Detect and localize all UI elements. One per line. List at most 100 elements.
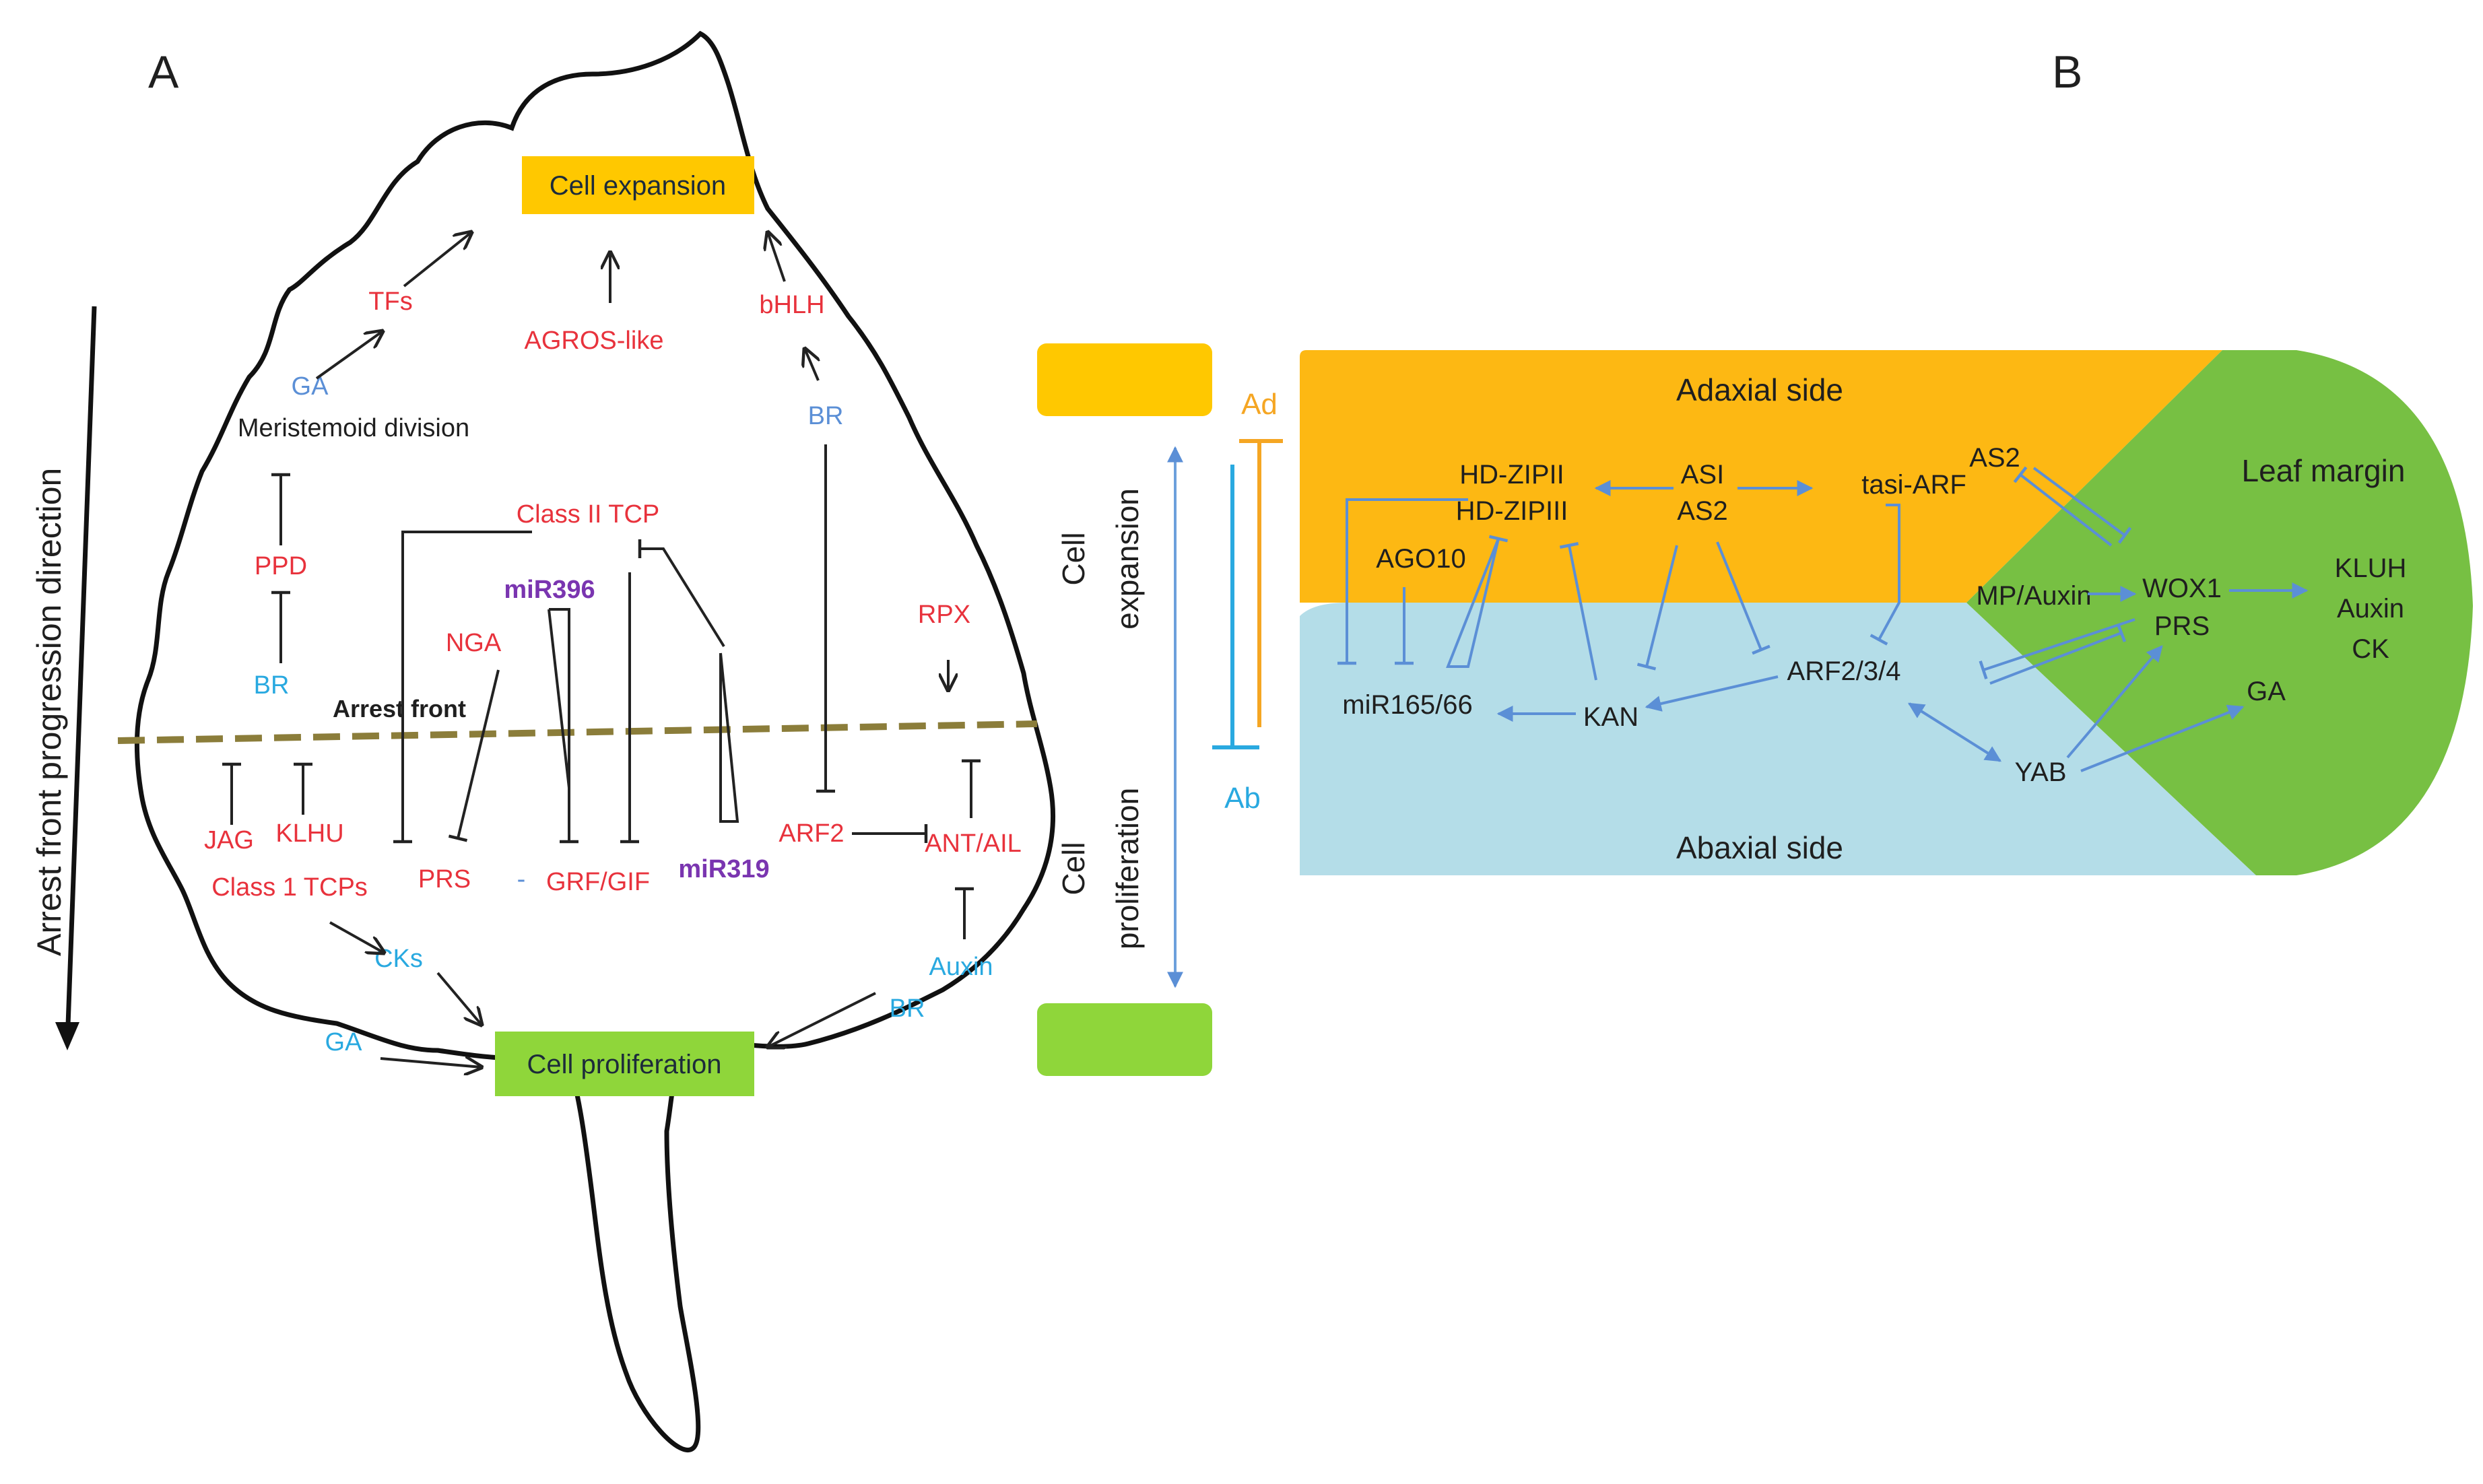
node-arf2: ARF2: [779, 819, 844, 848]
node-agros-like: AGROS-like: [525, 327, 664, 355]
middle-cell-expansion-1: Cell: [1056, 532, 1091, 585]
node-nga: NGA: [446, 629, 502, 657]
node-ago10: AGO10: [1376, 544, 1465, 574]
node-bhlh: bHLH: [759, 291, 824, 319]
edge-yab-prs: [2066, 645, 2163, 759]
edge-cks-prolif: [436, 972, 482, 1025]
adaxial-region: [1300, 350, 2222, 603]
inhib-hdzip-mir165: [1337, 498, 1468, 665]
node-ga-bottom: GA: [325, 1028, 363, 1056]
node-meristemoid-division: Meristemoid division: [238, 414, 469, 442]
inhib-tasi-arf: [1869, 504, 1900, 646]
axis-label: Arrest front progression direction: [30, 468, 68, 956]
cell-proliferation-label: Cell proliferation: [527, 1050, 721, 1079]
progression-arrow: [65, 306, 97, 1044]
edge-br-prolif: [768, 992, 876, 1047]
node-prs: PRS: [418, 865, 471, 893]
leaf-outline: [134, 30, 1056, 1452]
node-as2: AS2: [1677, 496, 1728, 526]
inhib-as2-kan: [1636, 545, 1678, 671]
node-jag: JAG: [204, 826, 254, 854]
edge-tfs-expansion: [403, 232, 471, 288]
inhib-as2-wox1: [2032, 467, 2132, 544]
abaxial-label: Abaxial side: [1676, 830, 1843, 865]
node-mp-auxin: MP/Auxin: [1976, 581, 2091, 611]
edge-ga-prolif: [380, 1058, 482, 1067]
leaf-margin-region: [1966, 350, 2473, 875]
node-mir165-66: miR165/66: [1342, 690, 1472, 720]
node-ant-ail: ANT/AIL: [925, 830, 1022, 858]
node-ppd: PPD: [255, 552, 307, 580]
progression-arrowhead: [55, 1022, 79, 1050]
inhib-nga-prs: [448, 669, 500, 842]
edge-yab-ga: [2080, 704, 2245, 772]
panel-a-edges: [315, 232, 948, 1067]
node-prs-b: PRS: [2154, 611, 2210, 641]
inhib-wox1-arf: [1979, 618, 2136, 679]
edge-class1-cks: [329, 921, 384, 953]
edge-arf-kan: [1645, 675, 1779, 712]
node-yab: YAB: [2014, 757, 2066, 787]
edge-br-bhlh: [805, 349, 818, 381]
inhib-mir319-class2: [638, 539, 725, 648]
proliferation-swatch: [1037, 1003, 1212, 1076]
panel-b-inhibitions: [1337, 466, 2136, 685]
node-asi: ASI: [1681, 460, 1724, 490]
node-rpx: RPX: [918, 601, 970, 629]
inhib-mir396-grf: [548, 609, 578, 844]
leaf-margin-label: Leaf margin: [2242, 453, 2406, 488]
node-cks: CKs: [374, 945, 423, 973]
cell-proliferation-box: [495, 1032, 754, 1096]
node-br-bottom: BR: [890, 994, 925, 1023]
node-auxin-b: Auxin: [2337, 594, 2404, 623]
node-br-top: BR: [808, 402, 844, 430]
node-tasi-arf: tasi-ARF: [1861, 470, 1966, 500]
inhib-kan-hdzip: [1559, 542, 1597, 681]
inhib-class2-prs: [393, 531, 532, 844]
node-auxin: Auxin: [929, 953, 993, 981]
middle-cell-expansion-2: expansion: [1110, 488, 1145, 630]
node-class2-tcp: Class II TCP: [517, 500, 660, 529]
edge-ga-tfs: [315, 331, 383, 380]
panel-b-label: B: [2052, 46, 2082, 98]
node-as2-right: AS2: [1969, 443, 2020, 473]
cell-expansion-box: [522, 156, 754, 214]
edge-arf-yab: [1907, 702, 2002, 762]
node-dash: -: [517, 865, 526, 893]
expansion-swatch: [1037, 343, 1212, 416]
node-arf234: ARF2/3/4: [1787, 656, 1901, 686]
node-wox1: WOX1: [2142, 574, 2222, 603]
panel-a-label: A: [148, 46, 179, 98]
middle-cell-proliferation-2: proliferation: [1110, 788, 1145, 949]
middle-cell-proliferation-1: Cell: [1056, 842, 1091, 895]
node-kan: KAN: [1583, 702, 1638, 732]
inhib-mir165-hdzip: [1446, 535, 1509, 668]
node-mir319: miR319: [678, 855, 769, 883]
mir396-bracket: [549, 608, 570, 788]
cell-expansion-label: Cell expansion: [550, 171, 726, 201]
inhib-wox1-as2: [2013, 466, 2113, 547]
node-ga-b: GA: [2247, 677, 2286, 706]
node-hd-zipii: HD-ZIPII: [1459, 460, 1564, 490]
node-ga-top: GA: [292, 372, 329, 401]
ab-label: Ab: [1224, 782, 1261, 815]
arrest-front-label: Arrest front: [333, 695, 466, 722]
node-klhu: KLHU: [275, 819, 343, 848]
node-hd-zipiii: HD-ZIPIII: [1456, 496, 1568, 526]
arrest-front-line: [117, 720, 1038, 744]
panel-a-inhibitions: [222, 444, 981, 939]
ad-label: Ad: [1241, 388, 1278, 421]
node-br-mid: BR: [254, 671, 290, 700]
node-tfs: TFs: [368, 288, 412, 316]
panel-b-edges: [1496, 480, 2309, 772]
node-grf-gif: GRF/GIF: [546, 868, 650, 896]
node-ck: CK: [2352, 634, 2389, 664]
node-class1-tcps: Class 1 TCPs: [211, 873, 368, 902]
adaxial-label: Adaxial side: [1676, 372, 1843, 407]
mir319-bracket: [719, 652, 739, 823]
inhib-arf-wox1: [1989, 623, 2127, 685]
edge-bhlh-expansion: [768, 232, 786, 282]
node-kluh: KLUH: [2335, 553, 2407, 583]
node-mir396: miR396: [504, 576, 595, 604]
